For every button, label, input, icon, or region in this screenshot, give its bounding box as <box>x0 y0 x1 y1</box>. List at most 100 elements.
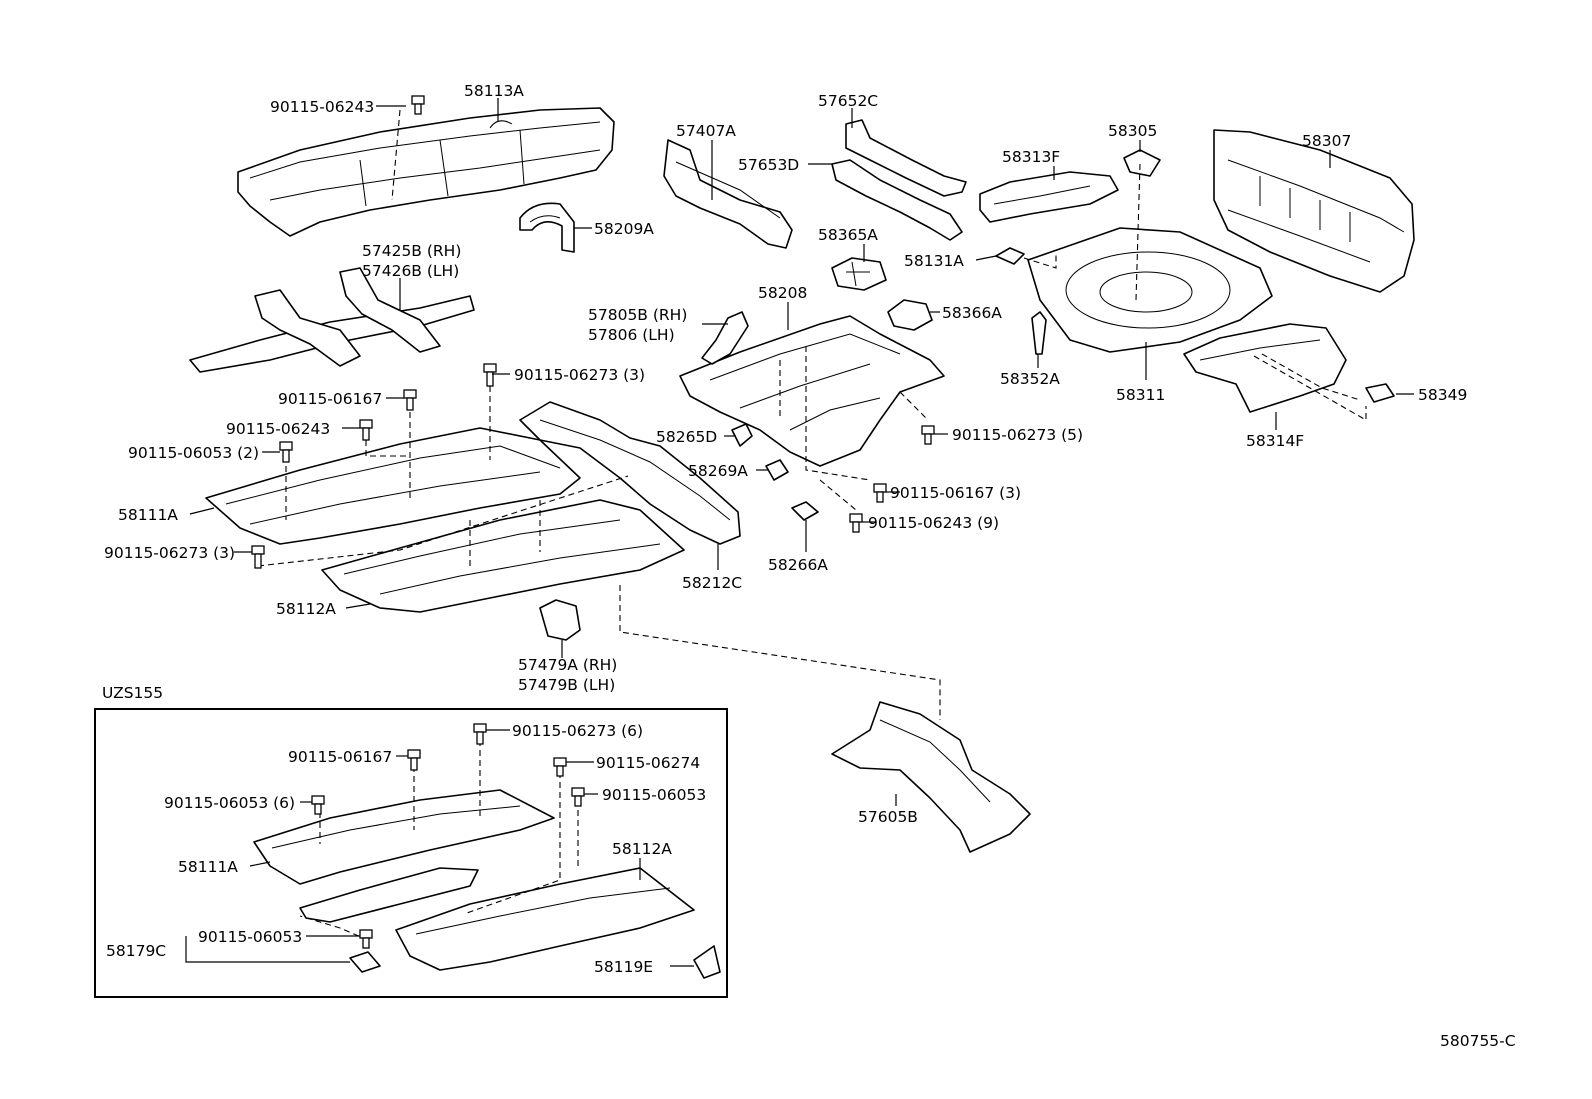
label-90115-06243-b: 90115-06243 <box>226 420 330 438</box>
label-90115-06243-9: 90115-06243 (9) <box>868 514 999 532</box>
label-58311: 58311 <box>1116 386 1165 404</box>
inset-label-58112A: 58112A <box>612 840 672 858</box>
part-58265D <box>731 423 753 447</box>
inset-label-90115-06274: 90115-06274 <box>596 754 700 772</box>
label-58314F: 58314F <box>1246 432 1304 450</box>
label-58305: 58305 <box>1108 122 1157 140</box>
bolt-icon <box>473 723 487 745</box>
label-57407A: 57407A <box>676 122 736 140</box>
inset-part-strip <box>299 867 479 923</box>
label-58307: 58307 <box>1302 132 1351 150</box>
label-58265D: 58265D <box>656 428 717 446</box>
part-57653D <box>831 159 963 241</box>
label-58313F: 58313F <box>1002 148 1060 166</box>
part-58113A <box>237 107 615 237</box>
label-90115-06273-3: 90115-06273 (3) <box>514 366 645 384</box>
inset-frame <box>94 708 728 998</box>
part-labels: 58113A 90115-06243 58209A 57425B (RH) 57… <box>102 82 1516 1050</box>
label-90115-06273-5: 90115-06273 (5) <box>952 426 1083 444</box>
part-58352A <box>1031 311 1047 355</box>
label-57425B: 57425B (RH) <box>362 242 461 260</box>
label-58208: 58208 <box>758 284 807 302</box>
inset-label-90115-06273-6: 90115-06273 (6) <box>512 722 643 740</box>
label-90115-06243: 90115-06243 <box>270 98 374 116</box>
part-58111A <box>205 427 581 545</box>
label-57806: 57806 (LH) <box>588 326 675 344</box>
part-58208 <box>679 315 945 467</box>
inset-part-58179C <box>349 951 381 973</box>
part-58314F <box>1183 323 1347 413</box>
part-58269A <box>765 459 789 481</box>
part-58311 <box>1027 227 1273 353</box>
bolt-icon <box>279 441 293 463</box>
label-57652C: 57652C <box>818 92 878 110</box>
part-58366A <box>887 299 933 331</box>
part-57805B <box>701 311 749 365</box>
inset-label-58119E: 58119E <box>594 958 653 976</box>
inset-part-58119E <box>693 945 721 979</box>
inset-label-58179C: 58179C <box>106 942 166 960</box>
assembly-lines <box>257 109 1367 941</box>
inset-label-90115-06167: 90115-06167 <box>288 748 392 766</box>
label-90115-06167-3: 90115-06167 (3) <box>890 484 1021 502</box>
bolt-icon <box>411 95 425 115</box>
bolt-icon <box>873 483 887 503</box>
label-90115-06167: 90115-06167 <box>278 390 382 408</box>
inset-title: UZS155 <box>102 684 163 702</box>
part-58313F <box>979 171 1119 223</box>
bolt-icon <box>251 545 265 569</box>
label-90115-06053-2: 90115-06053 (2) <box>128 444 259 462</box>
inset-part-58111A <box>253 789 555 885</box>
part-57652C <box>845 119 967 197</box>
bolt-icon <box>553 757 567 777</box>
label-58266A: 58266A <box>768 556 828 574</box>
bolt-icon <box>571 787 585 807</box>
bolt-icon <box>311 795 325 815</box>
label-57653D: 57653D <box>738 156 799 174</box>
part-58212C <box>519 401 741 545</box>
part-58266A <box>791 501 819 521</box>
label-57426B: 57426B (LH) <box>362 262 459 280</box>
label-57479A: 57479A (RH) <box>518 656 617 674</box>
part-58209A <box>519 202 575 253</box>
leader-lines <box>185 98 1414 967</box>
inset-label-90115-06053-a: 90115-06053 <box>602 786 706 804</box>
part-57407A <box>663 139 793 249</box>
part-58131A <box>995 247 1025 265</box>
bolt-icon <box>407 749 421 771</box>
part-58365A <box>831 257 887 291</box>
part-57425B <box>189 267 475 373</box>
label-58131A: 58131A <box>904 252 964 270</box>
label-58113A: 58113A <box>464 82 524 100</box>
bolt-icon <box>921 425 935 445</box>
bolt-icon <box>359 929 373 949</box>
label-58349: 58349 <box>1418 386 1467 404</box>
part-58307 <box>1213 129 1415 293</box>
bolt-icon <box>359 419 373 441</box>
part-57605B <box>831 701 1031 853</box>
label-57805B: 57805B (RH) <box>588 306 687 324</box>
bolt-icon <box>849 513 863 533</box>
part-58305 <box>1123 149 1161 177</box>
inset-label-58111A: 58111A <box>178 858 238 876</box>
label-57479B: 57479B (LH) <box>518 676 615 694</box>
inset-label-90115-06053-6: 90115-06053 (6) <box>164 794 295 812</box>
label-58352A: 58352A <box>1000 370 1060 388</box>
figure-id: 580755-C <box>1440 1032 1516 1050</box>
label-58366A: 58366A <box>942 304 1002 322</box>
label-90115-06273-3b: 90115-06273 (3) <box>104 544 235 562</box>
part-58349 <box>1365 383 1395 403</box>
part-57479A <box>539 599 581 641</box>
label-58212C: 58212C <box>682 574 742 592</box>
label-58111A: 58111A <box>118 506 178 524</box>
bolt-icon <box>403 389 417 411</box>
inset-part-58112A <box>395 867 695 971</box>
label-58112A: 58112A <box>276 600 336 618</box>
bolt-icon <box>483 363 497 387</box>
label-58365A: 58365A <box>818 226 878 244</box>
label-58269A: 58269A <box>688 462 748 480</box>
label-57605B: 57605B <box>858 808 918 826</box>
inset-label-90115-06053-b: 90115-06053 <box>198 928 302 946</box>
label-58209A: 58209A <box>594 220 654 238</box>
